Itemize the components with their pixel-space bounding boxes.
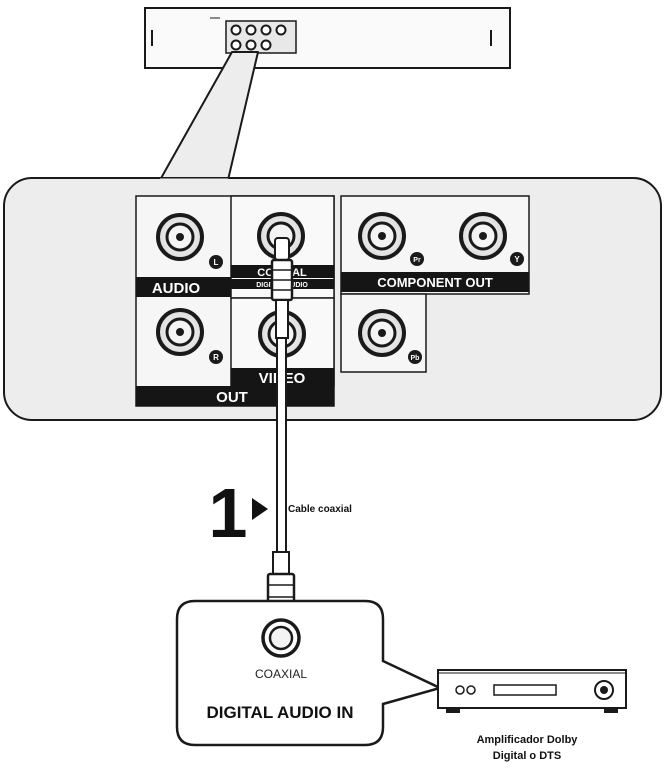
rear-panel-zoom: L AUDIO R COAXIAL DIGITAL AUDIO VIDEO [3,177,662,421]
player-jack-block-icon [225,20,297,54]
step-arrow-icon [252,498,268,520]
cable-label: Cable coaxial [288,504,352,515]
digital-audio-in-label: DIGITAL AUDIO IN [206,703,353,722]
amplifier-caption-line2: Digital o DTS [493,750,561,762]
dvd-player-rear [144,7,511,69]
jack-l-mark: L [214,258,219,267]
amplifier-icon [437,669,627,713]
component-pb-jack-icon [358,309,406,357]
step-number: 1 [209,474,248,552]
jack-y-mark: Y [514,255,520,264]
jack-r-mark: R [213,353,219,362]
audio-right-jack-icon [156,308,204,356]
out-label: OUT [216,389,248,406]
audio-left-jack-icon [156,213,204,261]
component-pr-jack-icon [358,212,406,260]
component-out-label: COMPONENT OUT [377,275,493,290]
coaxial-cable [266,237,296,643]
audio-label: AUDIO [152,280,201,297]
coaxial-input-jack-icon [261,618,301,658]
component-y-jack-icon [459,212,507,260]
amplifier-caption-line1: Amplificador Dolby [477,734,579,746]
receiver-coaxial-label: COAXIAL [255,667,307,681]
jack-pr-mark: Pr [413,257,421,264]
receiver-input-panel: COAXIAL DIGITAL AUDIO IN [175,599,444,747]
zoom-callout [159,51,259,181]
jack-pb-mark: Pb [411,355,420,362]
